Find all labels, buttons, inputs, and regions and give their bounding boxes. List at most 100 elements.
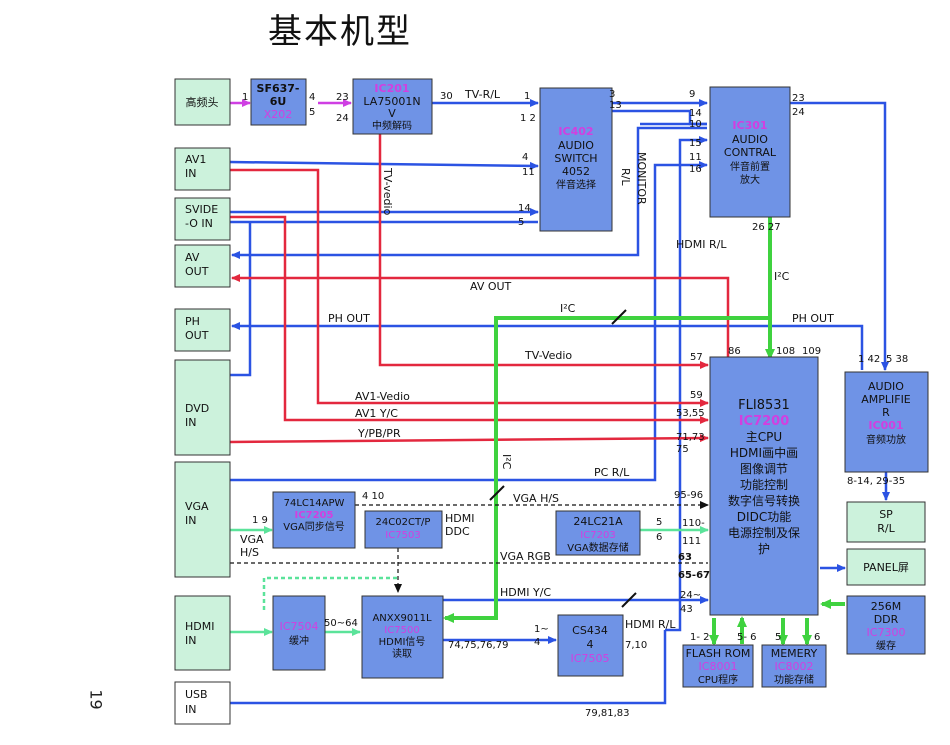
- pin: 95-96: [674, 490, 703, 501]
- pin: 7,10: [625, 640, 647, 651]
- sig-monitor: MONITOR: [635, 152, 648, 205]
- pin: 65-67: [678, 570, 710, 581]
- pin: 57: [690, 352, 703, 363]
- pin: 75: [676, 444, 689, 455]
- pin: 1: [524, 91, 530, 102]
- ic001-ref: IC001: [868, 419, 903, 432]
- pin: 24: [336, 113, 349, 124]
- ic7500-f2: 读取: [392, 647, 412, 660]
- pin: 50~64: [324, 618, 358, 629]
- sig-pc-rl: PC R/L: [594, 466, 630, 479]
- sig-hdmi-yc: HDMI Y/C: [500, 586, 551, 599]
- pin: 3: [609, 89, 615, 100]
- ic001-box: [844, 371, 929, 473]
- pin: 24: [792, 107, 805, 118]
- ic001-l1: AUDIO: [868, 380, 904, 393]
- ic201-l2: V: [388, 107, 396, 120]
- pin: 13: [609, 100, 622, 111]
- ic7200-f2: 图像调节: [740, 462, 788, 476]
- av1-in-box: [174, 147, 231, 191]
- ic201-ref: IC201: [374, 82, 409, 95]
- sig-i2c-2: I²C: [560, 302, 576, 315]
- ic7205-ref: IC7205: [295, 510, 334, 521]
- ic8002-box: [761, 644, 827, 688]
- input-boxes: 高频头 AV1 IN SVIDE -O IN AV OUT PH OUT DVD…: [174, 78, 231, 725]
- sig-tv-vedio-v: TV-vedio: [381, 167, 394, 216]
- ic8001-ref: IC8001: [699, 660, 738, 673]
- pin: 6: [814, 632, 820, 643]
- ic402-l3: 4052: [562, 165, 590, 178]
- ic7203-ref: IC7203: [580, 530, 615, 541]
- avout-line2: OUT: [185, 265, 209, 278]
- pin: 74,75,76,79: [448, 640, 508, 651]
- pin: 5: [309, 107, 315, 118]
- pin: 26 27: [752, 222, 781, 233]
- av-out-box: [174, 244, 231, 288]
- pin: 23: [792, 93, 805, 104]
- ic201-l3: 中频解码: [372, 119, 412, 132]
- ic301-l2: CONTRAL: [724, 146, 777, 159]
- sig-tv-rl: TV-R/L: [464, 88, 501, 101]
- sig-ph-out-1: PH OUT: [328, 312, 370, 325]
- pin: 8-14, 29-35: [847, 476, 905, 487]
- dvd-in-box: [174, 359, 231, 456]
- usb-line2: IN: [185, 703, 196, 716]
- ic301-l1: AUDIO: [732, 133, 768, 146]
- sig-hdmi-ddc-2: DDC: [445, 525, 470, 538]
- ic402-l4: 伴音选择: [556, 178, 596, 191]
- wires: [229, 99, 890, 705]
- pin: 43: [680, 604, 693, 615]
- hdmi-line1: HDMI: [185, 620, 214, 633]
- ic402-l2: SWITCH: [554, 152, 597, 165]
- ic402-l1: AUDIO: [558, 139, 594, 152]
- sf637-l1: SF637-: [257, 82, 300, 95]
- ic7200-box: [709, 356, 819, 616]
- avout-line1: AV: [185, 251, 200, 264]
- ic402-box: [539, 87, 613, 232]
- sp-box: [846, 501, 926, 543]
- svideo-line1: SVIDE: [185, 203, 218, 216]
- pin: 4: [522, 152, 528, 163]
- pin: 4 10: [362, 491, 384, 502]
- ic7503-box: [364, 510, 443, 549]
- svideo-line2: -O IN: [185, 217, 213, 230]
- pin: 1 42: [858, 354, 880, 365]
- tuner-box: [174, 78, 231, 126]
- pin: 1 9: [252, 515, 268, 526]
- ic8002-func: 功能存储: [774, 673, 814, 686]
- chip-boxes: SF637- 6U X202 IC201 LA75001N V 中频解码 IC4…: [250, 78, 929, 688]
- sig-i2c-3: I²C: [500, 454, 513, 470]
- ic7505-l2: 4: [587, 638, 594, 651]
- pin: 110-: [682, 518, 705, 529]
- tuner-label: 高频头: [186, 95, 219, 109]
- svideo-in-box: [174, 197, 231, 241]
- ic7200-f4: 数字信号转换: [728, 493, 800, 508]
- ic7200-ref: IC7200: [739, 414, 790, 429]
- sf637-l2: 6U: [270, 95, 287, 108]
- ic7300-func: 缓存: [876, 639, 896, 652]
- pin: 79,81,83: [585, 708, 630, 719]
- ic7504-func: 缓冲: [289, 634, 309, 647]
- pin: 14: [518, 203, 531, 214]
- vga-line1: VGA: [185, 500, 209, 513]
- pin: 10: [689, 119, 702, 130]
- pin: 5: [518, 217, 524, 228]
- ic8001-box: [682, 644, 754, 688]
- ic001-func: 音频功放: [866, 433, 906, 446]
- sig-av1-vedio: AV1-Vedio: [355, 390, 410, 403]
- ic301-l4: 放大: [740, 173, 760, 186]
- ic7205-func: VGA同步信号: [283, 521, 344, 533]
- ic7205-box: [272, 491, 356, 549]
- pin: 11: [522, 167, 535, 178]
- ic301-ref: IC301: [732, 119, 767, 132]
- ic8002-ref: IC8002: [775, 660, 814, 673]
- pin: 5 38: [886, 354, 908, 365]
- pin: 4: [534, 637, 540, 648]
- pin: 5: [775, 632, 781, 643]
- vga-line2: IN: [185, 514, 196, 527]
- sig-ph-out-2: PH OUT: [792, 312, 834, 325]
- sig-i2c-1: I²C: [774, 270, 790, 283]
- ic001-l3: R: [882, 406, 890, 419]
- phout-line2: OUT: [185, 329, 209, 342]
